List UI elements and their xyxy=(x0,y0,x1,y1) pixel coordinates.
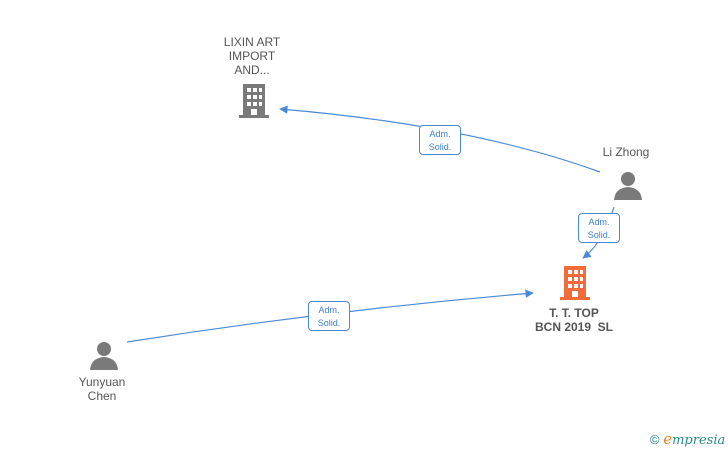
edge-badge-line: Solid. xyxy=(587,230,611,240)
node-label-line: T. T. TOP xyxy=(549,306,599,320)
node-label-lixin[interactable]: LIXIN ART IMPORT AND... xyxy=(212,35,292,77)
node-label-tttop[interactable]: T. T. TOP BCN 2019 SL xyxy=(522,306,626,334)
node-label-yunyuan[interactable]: Yunyuan Chen xyxy=(66,375,138,403)
main-company-building-icon[interactable] xyxy=(559,266,591,300)
node-label-line: Chen xyxy=(87,389,117,403)
node-label-line: BCN 2019 SL xyxy=(534,320,614,334)
edge-badge-line: Adm. xyxy=(318,305,340,315)
edge-badge-line: Adm. xyxy=(429,129,451,139)
node-label-line: AND... xyxy=(234,63,270,77)
building-icon[interactable] xyxy=(238,84,270,118)
node-label-line: IMPORT xyxy=(228,49,276,63)
edge-badge-yunyuan-tttop[interactable]: Adm. Solid. xyxy=(308,301,350,331)
person-icon[interactable] xyxy=(89,340,119,370)
edge-badge-line: Adm. xyxy=(588,217,610,227)
person-icon[interactable] xyxy=(613,170,643,200)
node-label-lizhong[interactable]: Li Zhong xyxy=(590,145,662,159)
node-label-line: Yunyuan xyxy=(78,375,126,389)
brand-logo-e: e xyxy=(663,430,673,448)
edge-badge-line: Solid. xyxy=(317,318,341,328)
copyright-symbol: © xyxy=(650,432,660,447)
edge-badge-lizhong-tttop[interactable]: Adm. Solid. xyxy=(578,213,620,243)
brand-logo-text: mpresia xyxy=(672,433,726,448)
edge-badge-lizhong-lixin[interactable]: Adm. Solid. xyxy=(419,125,461,155)
edge-badge-line: Solid. xyxy=(428,142,452,152)
empresia-watermark: © empresia xyxy=(650,430,725,448)
node-label-line: LIXIN ART xyxy=(223,35,281,49)
node-label-line: Li Zhong xyxy=(602,145,650,159)
